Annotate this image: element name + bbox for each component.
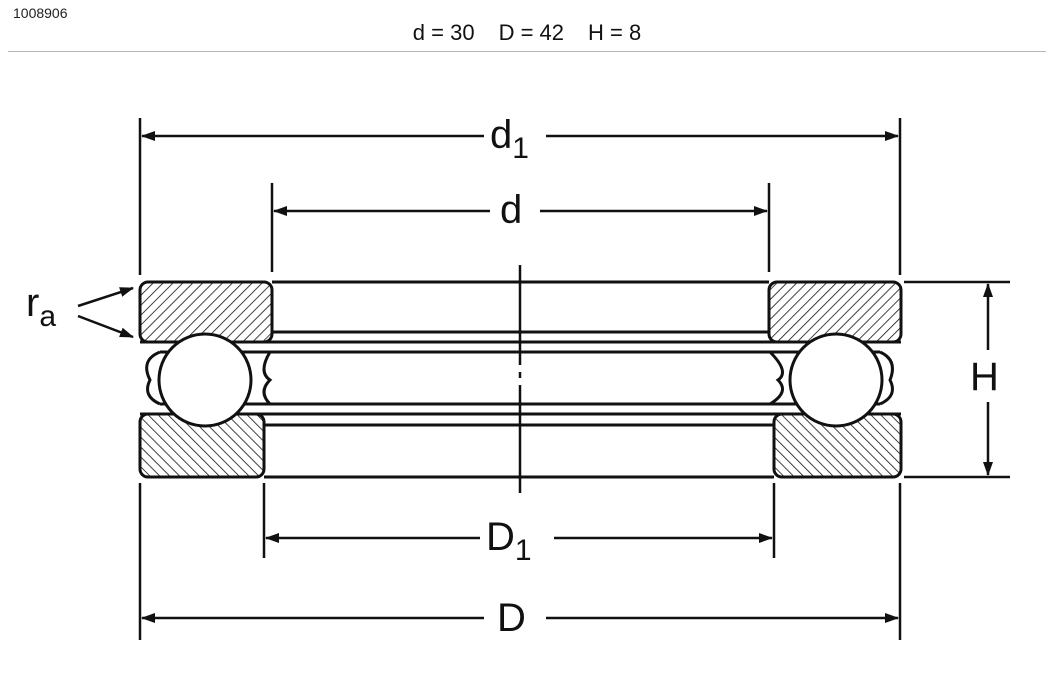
- label-D1: D1: [486, 515, 532, 567]
- extension-lines: [138, 118, 1010, 640]
- part-number: 1008906: [13, 5, 68, 21]
- label-D1-main: D: [486, 515, 515, 559]
- label-d: d: [500, 188, 522, 232]
- ball-left: [157, 332, 253, 428]
- spec-d: d = 30: [412, 20, 475, 45]
- label-ra-main: r: [26, 281, 39, 325]
- balls: [157, 332, 884, 428]
- dimension-lines: [77, 131, 993, 623]
- label-ra-sub: a: [39, 300, 56, 333]
- shaft-washer: [138, 280, 903, 344]
- label-d1-sub: 1: [512, 132, 529, 165]
- header-divider: [8, 51, 1046, 52]
- label-D1-sub: 1: [515, 534, 532, 567]
- spec-line: d = 30 D = 42 H = 8: [0, 20, 1054, 46]
- label-D: D: [497, 596, 526, 640]
- label-d1-main: d: [490, 113, 512, 157]
- spec-D: D = 42: [498, 20, 564, 45]
- ball-right: [788, 332, 884, 428]
- cage: [145, 350, 894, 406]
- label-H: H: [970, 355, 999, 399]
- housing-washer: [138, 412, 903, 479]
- spec-H: H = 8: [588, 20, 642, 45]
- label-ra: ra: [26, 281, 56, 333]
- label-d1: d1: [490, 113, 529, 165]
